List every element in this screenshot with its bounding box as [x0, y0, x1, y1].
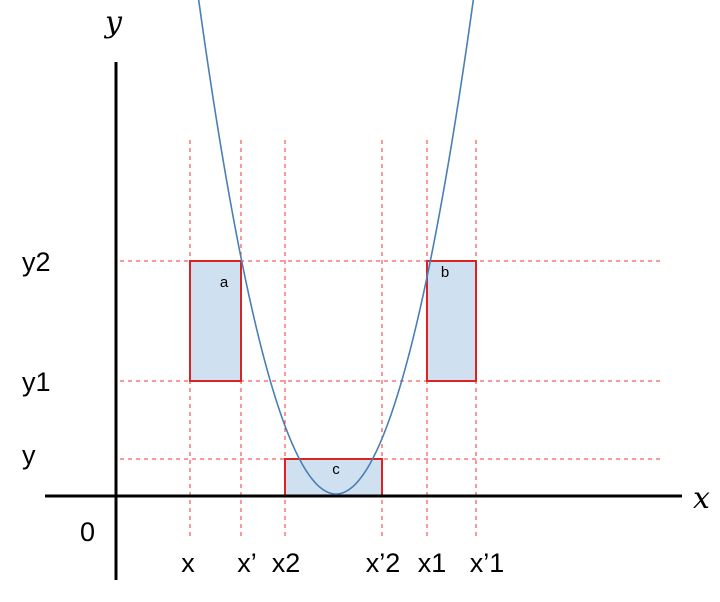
- region-b-label: b: [441, 264, 449, 281]
- y-tick-y2: y2: [22, 247, 51, 277]
- x-tick-x2: x2: [272, 548, 301, 578]
- region-b-rect: [426, 260, 477, 382]
- x-tick-x-prime: x’: [237, 548, 257, 578]
- region-c-label: c: [332, 461, 340, 478]
- region-a-label: a: [220, 274, 229, 291]
- y-axis-name: y: [103, 5, 123, 40]
- origin-label: 0: [80, 517, 95, 547]
- x-tick-x-prime-1: x’1: [470, 548, 505, 578]
- x-tick-x: x: [181, 548, 195, 578]
- y-tick-y: y: [22, 440, 36, 470]
- parabola-curve: [197, 0, 475, 495]
- x-tick-x1: x1: [418, 548, 447, 578]
- y-tick-y1: y1: [22, 367, 51, 397]
- x-axis-name: x: [693, 481, 710, 516]
- x-tick-x-prime-2: x’2: [366, 548, 401, 578]
- region-a-rect: [189, 260, 242, 382]
